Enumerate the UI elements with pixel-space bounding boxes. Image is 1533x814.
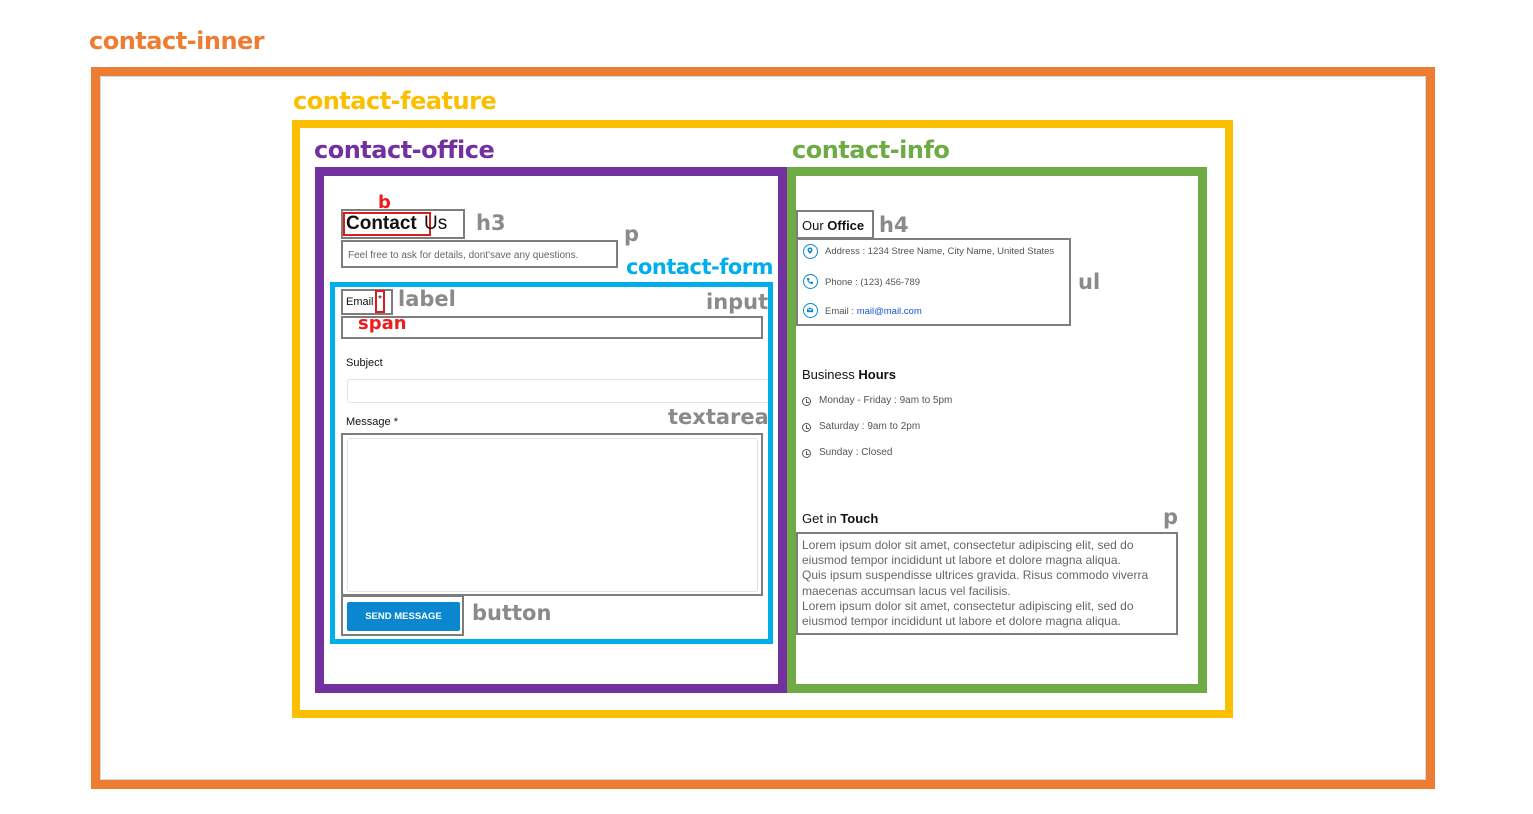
contact-info-label: contact-info bbox=[792, 136, 950, 164]
hours-heading: Business Hours bbox=[802, 367, 896, 382]
touch-heading-plain: Get in bbox=[802, 511, 837, 526]
contact-feature-label: contact-feature bbox=[293, 87, 497, 115]
intro-paragraph: Feel free to ask for details, dont'save … bbox=[348, 250, 579, 261]
phone-icon bbox=[803, 274, 818, 289]
email-required-mark: * bbox=[378, 294, 382, 305]
email-info-text: Email : mail@mail.com bbox=[825, 306, 922, 317]
h4-tag-label: h4 bbox=[879, 213, 909, 237]
message-label: Message * bbox=[346, 416, 398, 428]
h3-outline bbox=[341, 209, 465, 239]
office-heading-bold: Office bbox=[827, 218, 865, 233]
subject-input[interactable] bbox=[347, 379, 768, 403]
ul-outline bbox=[796, 238, 1071, 326]
button-tag-label: button bbox=[472, 601, 552, 625]
intro-paragraph-outline bbox=[341, 240, 618, 268]
contact-form-label: contact-form bbox=[626, 255, 774, 279]
email-input[interactable] bbox=[341, 316, 763, 339]
email-link[interactable]: mail@mail.com bbox=[856, 306, 922, 317]
email-label: Email bbox=[346, 296, 374, 308]
contact-office-label: contact-office bbox=[314, 136, 495, 164]
hours-heading-plain: Business bbox=[802, 367, 855, 382]
touch-line: eiusmod tempor incididunt ut labore et d… bbox=[802, 614, 1121, 629]
touch-heading-bold: Touch bbox=[840, 511, 879, 526]
ul-tag-label: ul bbox=[1078, 270, 1101, 294]
span-tag-label: span bbox=[358, 313, 407, 334]
textarea-tag-label: textarea bbox=[668, 405, 769, 429]
send-message-button[interactable]: SEND MESSAGE bbox=[347, 602, 460, 631]
span-outline bbox=[375, 290, 385, 313]
hours-item-sunday: Sunday : Closed bbox=[819, 447, 893, 458]
p-tag-label-right: p bbox=[1163, 505, 1179, 529]
button-outline bbox=[341, 595, 464, 636]
p-tag-label-left: p bbox=[624, 222, 640, 246]
email-info-prefix: Email : bbox=[825, 306, 855, 317]
hours-item-saturday: Saturday : 9am to 2pm bbox=[819, 421, 921, 432]
touch-line: Quis ipsum suspendisse ultrices gravida.… bbox=[802, 568, 1149, 583]
contact-heading: Contact Us bbox=[346, 213, 447, 235]
hours-heading-bold: Hours bbox=[858, 367, 896, 382]
touch-paragraph: Lorem ipsum dolor sit amet, consectetur … bbox=[802, 538, 1148, 629]
touch-heading: Get in Touch bbox=[802, 511, 878, 526]
envelope-icon bbox=[803, 303, 818, 318]
contact-feature-box bbox=[292, 120, 1233, 718]
input-tag-label: input bbox=[706, 290, 769, 314]
subject-label: Subject bbox=[346, 357, 383, 369]
contact-inner-label: contact-inner bbox=[89, 27, 265, 55]
clock-icon bbox=[802, 449, 811, 458]
label-tag-label: label bbox=[398, 287, 456, 311]
office-heading-plain: Our bbox=[802, 218, 824, 233]
b-tag-label: b bbox=[378, 192, 391, 213]
phone-text: Phone : (123) 456-789 bbox=[825, 277, 921, 288]
touch-line: Lorem ipsum dolor sit amet, consectetur … bbox=[802, 538, 1134, 552]
contact-inner-box bbox=[91, 67, 1435, 789]
message-textarea[interactable] bbox=[347, 438, 758, 592]
contact-form-box bbox=[330, 282, 773, 644]
contact-inner-inner-rule bbox=[100, 76, 1426, 780]
contact-heading-rest: Us bbox=[424, 213, 448, 234]
hours-item-weekdays: Monday - Friday : 9am to 5pm bbox=[819, 395, 953, 406]
b-outline bbox=[343, 212, 431, 236]
textarea-outline bbox=[341, 433, 763, 596]
touch-line: Lorem ipsum dolor sit amet, consectetur … bbox=[802, 598, 1134, 613]
address-text: Address : 1234 Stree Name, City Name, Un… bbox=[825, 246, 1055, 257]
touch-line: maecenas accumsan lacus vel facilisis. bbox=[802, 583, 1011, 598]
touch-line: eiusmod tempor incididunt ut labore et d… bbox=[802, 553, 1121, 568]
clock-icon bbox=[802, 397, 811, 406]
contact-info-box bbox=[787, 167, 1207, 693]
contact-office-box bbox=[315, 167, 787, 693]
clock-icon bbox=[802, 423, 811, 432]
contact-heading-bold: Contact bbox=[346, 213, 417, 234]
label-outline bbox=[341, 289, 393, 315]
h3-tag-label: h3 bbox=[476, 211, 506, 235]
office-heading: Our Office bbox=[802, 218, 864, 233]
touch-paragraph-outline bbox=[796, 532, 1178, 635]
map-pin-icon bbox=[803, 244, 818, 259]
